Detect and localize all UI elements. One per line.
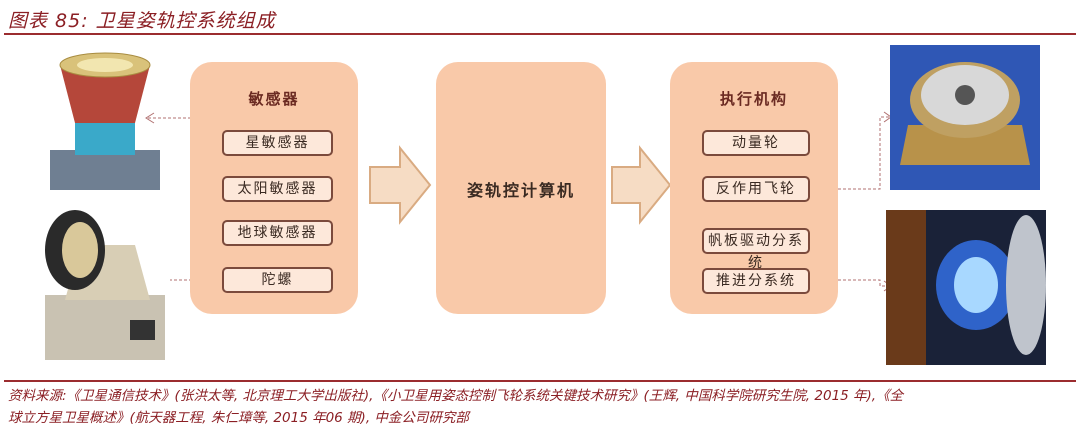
actuator-item: 反作用飞轮 bbox=[702, 176, 810, 202]
title-divider bbox=[4, 33, 1076, 35]
computer-panel: 姿轨控计算机 bbox=[436, 62, 606, 314]
actuator-item: 帆板驱动分系统 bbox=[702, 228, 810, 271]
sensors-title: 敏感器 bbox=[248, 90, 300, 108]
propulsion-image bbox=[886, 210, 1046, 365]
source-divider bbox=[4, 380, 1076, 382]
figure-title: 图表 85: 卫星姿轨控系统组成 bbox=[8, 10, 276, 32]
sensors-panel: 敏感器 星敏感器 太阳敏感器 地球敏感器 陀螺 bbox=[190, 62, 358, 314]
arrow-right-icon bbox=[369, 145, 432, 225]
star-sensor-image bbox=[50, 52, 160, 190]
actuator-item: 推进分系统 bbox=[702, 268, 810, 294]
actuator-item: 动量轮 bbox=[702, 130, 810, 156]
actuators-panel: 执行机构 动量轮 反作用飞轮 帆板驱动分系统 推进分系统 bbox=[670, 62, 838, 314]
sensor-item: 地球敏感器 bbox=[222, 220, 333, 246]
arrow-right-icon bbox=[611, 145, 672, 225]
actuators-title: 执行机构 bbox=[719, 90, 788, 108]
computer-label: 姿轨控计算机 bbox=[466, 181, 575, 200]
sensor-item: 太阳敏感器 bbox=[222, 176, 333, 202]
sensor-item: 星敏感器 bbox=[222, 130, 333, 156]
sensor-item: 陀螺 bbox=[222, 267, 333, 293]
source-note: 资料来源:《卫星通信技术》(张洪太等, 北京理工大学出版社),《小卫星用姿态控制… bbox=[8, 388, 904, 404]
source-note-continued: 球立方星卫星概述》(航天器工程, 朱仁璋等, 2015 年06 期), 中金公司… bbox=[8, 410, 469, 426]
reaction-wheel-image bbox=[890, 45, 1040, 190]
gyro-image bbox=[45, 210, 165, 360]
